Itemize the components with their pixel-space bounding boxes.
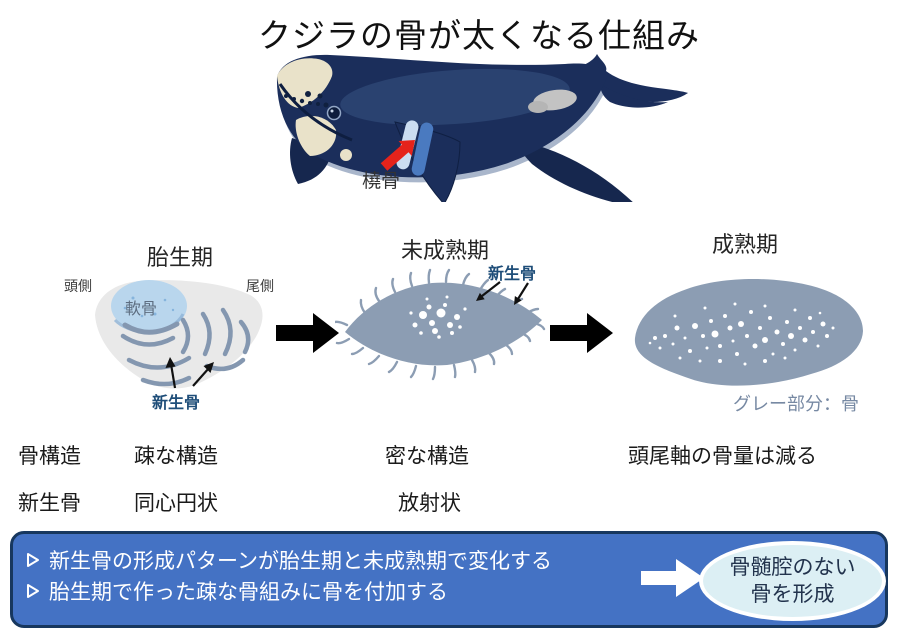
stage-fetal-title: 胎生期 [146,245,213,270]
row-new-bone-fetal: 同心円状 [134,492,218,515]
trabecular-speckles [648,302,835,366]
cartilage-shape [111,280,187,332]
red-arrow-icon [380,140,415,171]
whale-eye [326,105,342,121]
whale-illustration [276,54,688,202]
row-bone-structure-label: 骨構造 [18,445,81,468]
fetal-pointer-arrows [165,357,214,389]
mature-bone-shape [634,279,863,386]
cartilage-dots [123,296,175,318]
page-title: クジラの骨が太くなる仕組み [258,17,700,54]
whale-gray-patch-small [528,101,548,113]
conclusion-arrow-icon [641,559,704,597]
stage-mature-title: 成熟期 [711,232,778,257]
conclusion-line-2: 骨を形成 [750,583,835,606]
bullet-arrow-icon [27,553,39,567]
whale-eye-highlight [330,109,334,113]
immature-pointer-arrows [476,281,529,305]
bullet-arrow-icon [27,584,39,598]
mature-bone-diagram [634,279,863,386]
conclusion-ellipse: 骨髄腔のない 骨を形成 [699,541,886,621]
row-bone-structure-mature: 頭尾軸の骨量は減る [628,445,817,468]
summary-bullet-1-text: 新生骨の形成パターンが胎生期と未成熟期で変化する [49,550,552,573]
new-bone-label-immature: 新生骨 [488,266,537,283]
row-new-bone-label: 新生骨 [18,492,81,515]
whale-body-sheen [340,68,570,126]
new-bone-label-fetal: 新生骨 [152,395,201,412]
tail-side-label: 尾側 [246,278,274,294]
conclusion-line-1: 骨髄腔のない [729,555,856,579]
bone-color-legend: グレー部分：骨 [733,394,859,414]
summary-bullet-2: 胎生期で作った疎な骨組みに骨を付加する [26,576,448,606]
stage-arrow-1-icon [276,313,339,353]
summary-bullet-2-text: 胎生期で作った疎な骨組みに骨を付加する [49,581,448,604]
head-side-label: 頭側 [64,278,92,294]
whale-chin-spot [340,149,352,161]
whale-mouth-line [278,83,353,142]
cartilage-label: 軟骨 [125,301,158,318]
whale-far-fin [517,140,633,202]
row-new-bone-immature: 放射状 [398,492,461,515]
fetal-bone-diagram [95,280,263,389]
row-bone-structure-immature: 密な構造 [385,445,469,468]
whale-tail-lower-blade [600,84,668,108]
stage-immature-title: 未成熟期 [400,238,489,263]
whale-tail [570,54,688,102]
immature-bone-shape [345,282,542,366]
whale-callosities [284,91,329,108]
marrow-speckles [409,295,467,339]
immature-bone-diagram [335,268,546,381]
summary-bullet-1: 新生骨の形成パターンが胎生期と未成熟期で変化する [26,545,552,575]
ulna-bone-shape [411,122,434,176]
whale-bone-label: 橈骨 [362,171,401,192]
row-bone-structure-fetal: 疎な構造 [134,445,218,468]
stage-arrow-2-icon [550,313,613,353]
